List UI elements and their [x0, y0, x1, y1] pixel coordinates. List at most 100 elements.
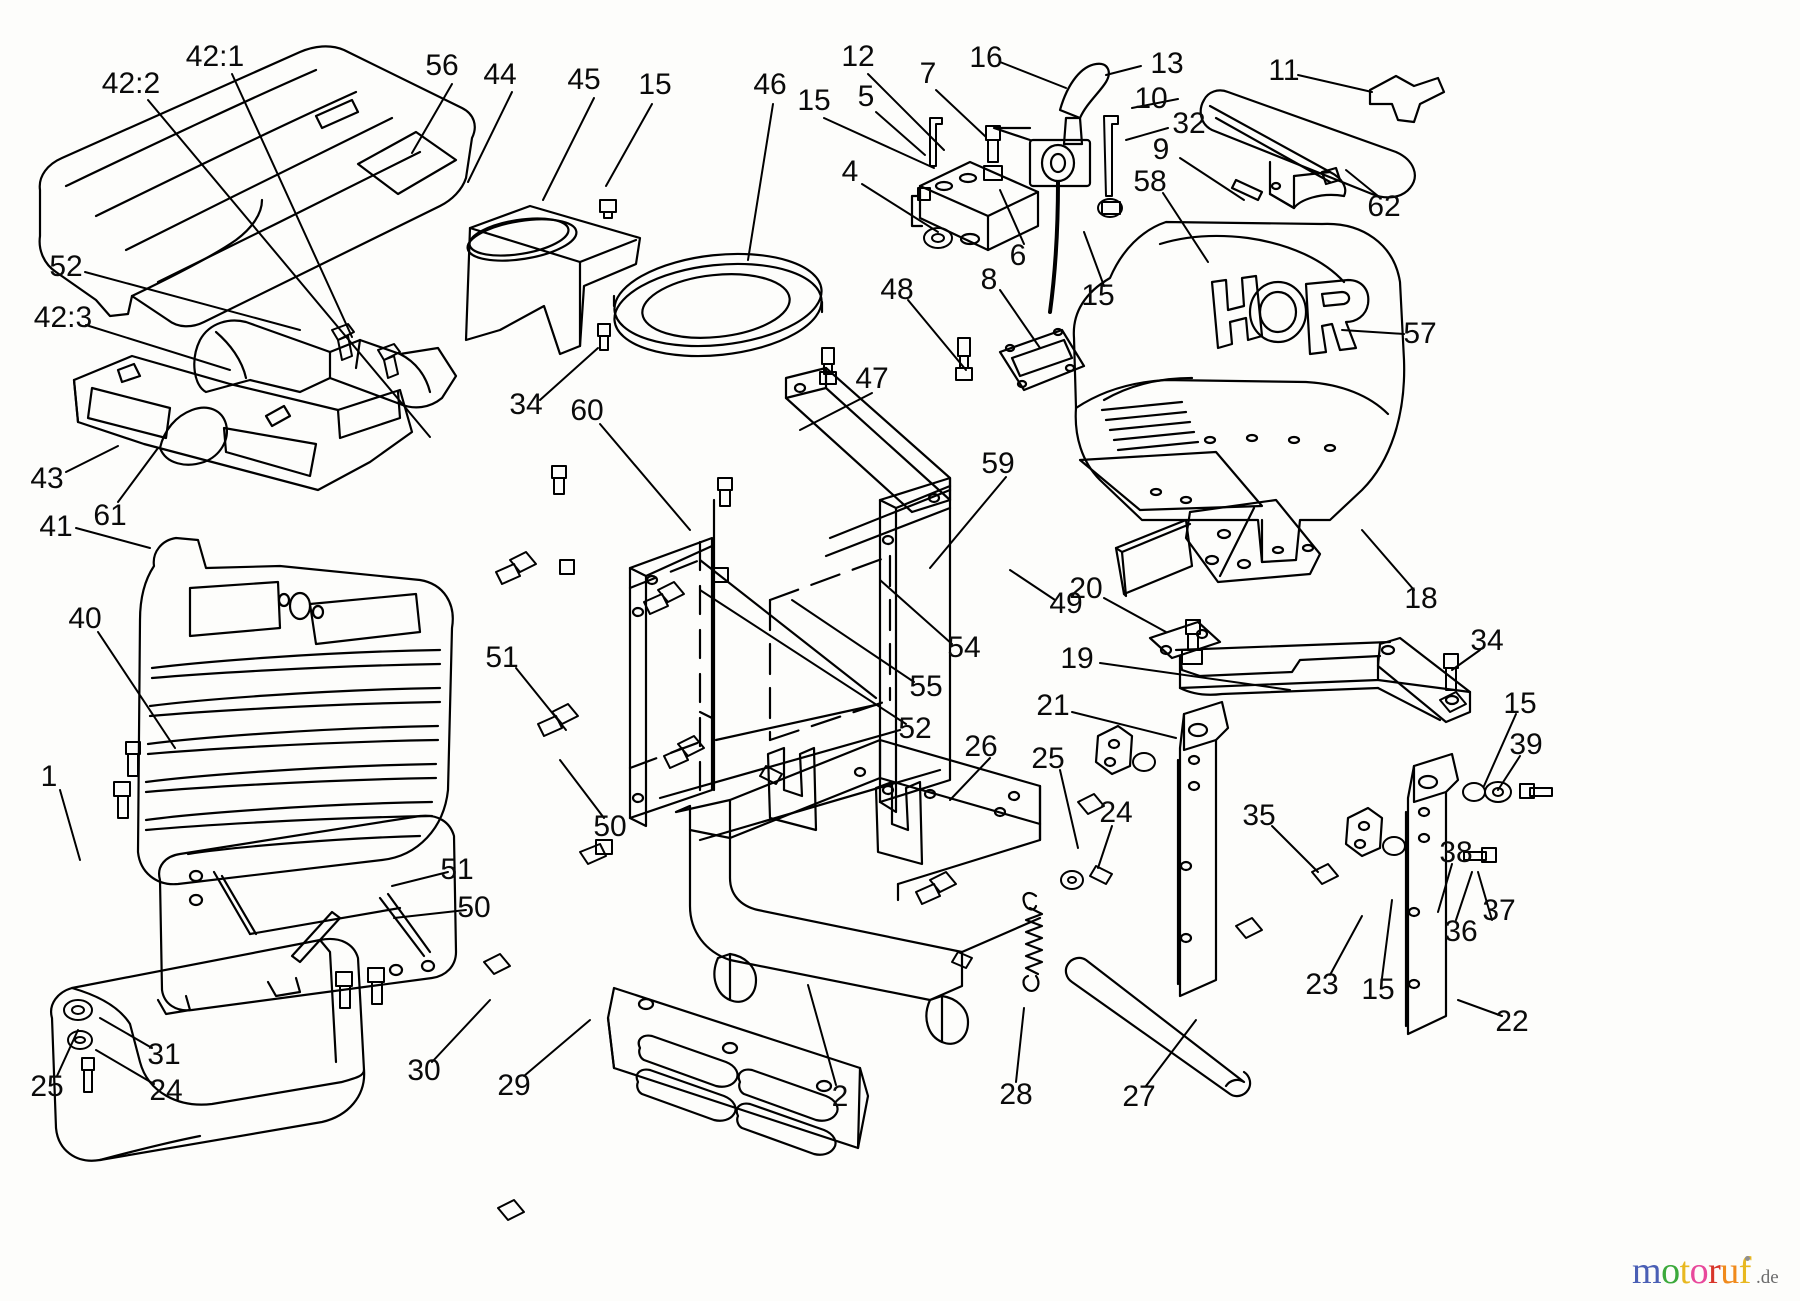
part-hood-top — [38, 45, 476, 328]
watermark-letter: o — [1661, 1250, 1680, 1292]
callout-31: 31 — [147, 1038, 181, 1071]
callout-45: 45 — [567, 63, 601, 96]
watermark-letter: t — [1679, 1250, 1691, 1292]
callout-15: 15 — [1361, 973, 1395, 1006]
leader-line — [1071, 711, 1177, 739]
callout-38: 38 — [1439, 836, 1473, 869]
leader-line — [1083, 231, 1105, 287]
leader-line — [84, 271, 301, 331]
part-hood-57 — [1072, 220, 1406, 564]
part-panel-45 — [464, 204, 642, 356]
callout-57: 57 — [1403, 317, 1437, 350]
part-clip-23-right — [1344, 806, 1384, 858]
leader-line — [879, 579, 953, 645]
callout-1: 1 — [40, 760, 58, 793]
callout-43: 43 — [30, 462, 64, 495]
part-plate-49 — [1114, 518, 1194, 598]
leader-line — [95, 1049, 155, 1085]
leader-line — [791, 599, 915, 683]
part-bumper-1 — [50, 937, 366, 1162]
leader-line — [949, 757, 991, 801]
leader-line — [1451, 649, 1481, 671]
part-clip-23-left — [1094, 724, 1134, 776]
callout-52: 52 — [49, 250, 83, 283]
callout-24: 24 — [149, 1074, 183, 1107]
leader-line — [935, 89, 987, 138]
callout-30: 30 — [407, 1054, 441, 1087]
leader-line — [1271, 825, 1319, 873]
leader-line — [599, 423, 691, 531]
callout-40: 40 — [68, 602, 102, 635]
callout-15: 15 — [1081, 279, 1115, 312]
part-panel-54 — [768, 476, 952, 814]
leader-line — [1297, 74, 1373, 93]
callout-9: 9 — [1152, 133, 1170, 166]
leader-line — [75, 527, 151, 549]
leader-line — [867, 73, 945, 151]
leader-line — [1483, 713, 1517, 787]
callout-18: 18 — [1404, 582, 1438, 615]
leader-line — [907, 299, 967, 371]
leader-line — [1455, 871, 1473, 921]
part-rail-19 — [1174, 636, 1472, 724]
callout-12: 12 — [841, 40, 875, 73]
callout-27: 27 — [1122, 1080, 1156, 1113]
leader-line — [231, 73, 353, 338]
callout-55: 55 — [909, 670, 943, 703]
watermark-letter: o — [1689, 1250, 1709, 1292]
watermark-dot-icon — [1744, 1256, 1750, 1261]
leader-line — [1162, 192, 1209, 263]
leader-line — [65, 445, 119, 473]
callout-62: 62 — [1367, 190, 1401, 223]
leader-line — [99, 1017, 153, 1049]
watermark-letter: f — [1738, 1250, 1752, 1292]
callout-8: 8 — [980, 263, 998, 296]
part-ring-46 — [612, 252, 824, 358]
leader-line — [861, 183, 939, 233]
callout-29: 29 — [497, 1069, 531, 1102]
callout-23: 23 — [1305, 968, 1339, 1001]
leader-line — [56, 1029, 79, 1077]
leader-line — [85, 324, 231, 371]
callout-35: 35 — [1242, 799, 1276, 832]
callout-51: 51 — [440, 853, 474, 886]
callout-60: 60 — [570, 394, 604, 427]
callout-44: 44 — [483, 58, 517, 91]
callout-10: 10 — [1134, 82, 1168, 115]
leader-line — [59, 789, 81, 861]
leader-line — [605, 103, 653, 187]
part-bracket-18 — [1184, 498, 1322, 584]
leader-line — [1125, 127, 1169, 141]
leader-line — [431, 999, 491, 1063]
leader-line — [515, 667, 567, 731]
callout-15: 15 — [797, 84, 831, 117]
callout-21: 21 — [1036, 689, 1070, 722]
callout-46: 46 — [753, 68, 787, 101]
callout-15: 15 — [1503, 687, 1537, 720]
callout-39: 39 — [1509, 728, 1543, 761]
leader-line — [807, 984, 837, 1086]
leader-line — [1099, 662, 1291, 691]
part-support-plate-40 — [158, 814, 458, 1012]
leader-line — [1477, 871, 1493, 921]
part-rod-27 — [1064, 956, 1252, 1098]
leader-line — [999, 61, 1067, 89]
leader-line — [823, 117, 935, 169]
callout-20: 20 — [1069, 572, 1103, 605]
callout-26: 26 — [964, 730, 998, 763]
leader-line — [1361, 529, 1415, 591]
part-rails-lower — [658, 498, 942, 842]
watermark-motoruf: motoruf.de — [1632, 1252, 1779, 1290]
callout-16: 16 — [969, 41, 1003, 74]
leader-line — [391, 871, 449, 887]
part-plate-8 — [998, 327, 1086, 392]
callout-34: 34 — [1470, 624, 1504, 657]
leader-line — [875, 111, 926, 156]
watermark-tld: .de — [1755, 1267, 1779, 1288]
callout-15: 15 — [638, 68, 672, 101]
leader-line — [1103, 597, 1167, 633]
leader-line — [1457, 999, 1503, 1017]
leader-line — [699, 589, 907, 725]
callout-61: 61 — [93, 499, 127, 532]
